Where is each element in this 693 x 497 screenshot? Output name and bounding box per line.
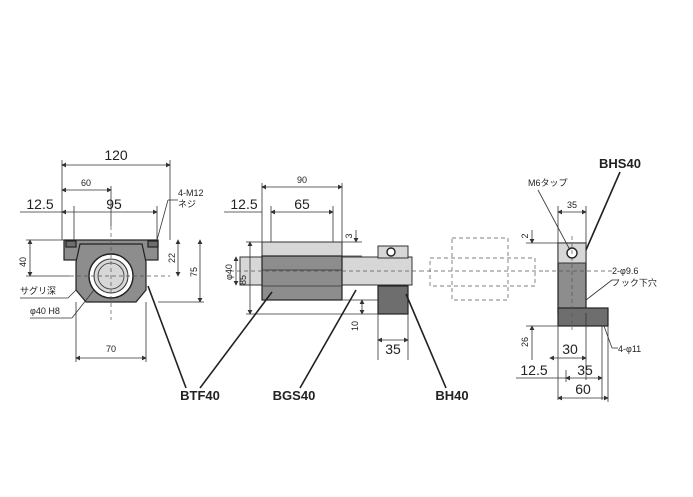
callout-btf: BTF40 [180,388,220,403]
dim-front-total-width: 120 [104,147,128,163]
ghost-shaft [429,257,536,287]
dim-front-mount-pitch: 95 [106,196,122,212]
leader-bgs [299,289,357,389]
dim-bhs-total-width: 60 [575,381,591,397]
callout-bgs: BGS40 [273,388,316,403]
dim-front-base-height: 40 [18,257,28,267]
dim-bhs-top-width: 35 [567,200,577,210]
ghost-view [420,237,545,301]
dim-side-length: 90 [297,175,307,185]
leader-btf-1 [147,285,187,389]
front-view: 120 60 12.5 95 40 22 75 70 4-M12 ネジ [18,147,204,362]
dim-bhs-pitch: 30 [562,341,578,357]
note-tap: M6タップ [528,178,568,188]
note-bore-fit: φ40 H8 [30,306,60,316]
callouts: BTF40 BGS40 BH40 BHS40 [147,156,641,403]
side-holder-screw [386,247,396,257]
callout-bhs: BHS40 [599,156,641,171]
side-top-plate [261,241,343,257]
dim-front-edge: 12.5 [26,196,53,212]
note-thread-jp: ネジ [178,199,196,209]
dim-side-top-gap: 3 [344,233,354,238]
dim-bhs-base-height: 26 [520,337,530,347]
side-holder-bh [377,285,409,315]
bhs-view: 35 2 26 30 12.5 35 60 M6タップ 2-φ9.6 ノック下穴 [516,178,657,402]
dim-side-bottom-gap: 10 [350,321,360,331]
dim-side-bore: φ40 [224,264,234,280]
note-pin-hole-jp: ノック下穴 [612,277,657,288]
dim-front-bolt-pitch: 60 [81,178,91,188]
dim-side-height: 85 [238,275,248,285]
note-counterbore: サグリ深 [20,285,56,296]
ghost-housing [451,237,509,301]
front-bolt-right [147,240,159,248]
dim-bhs-edge-pitch: 35 [577,362,593,378]
dim-side-holder-width: 35 [385,341,401,357]
bhs-base [557,307,609,327]
leader-btf-2 [199,291,273,389]
dim-front-total-height: 75 [189,267,199,277]
dim-side-pitch: 65 [294,196,310,212]
dim-side-edge: 12.5 [230,196,257,212]
dim-front-bore-pitch: 70 [106,344,116,354]
side-view: 90 12.5 65 3 φ40 85 10 35 [224,175,420,360]
dim-bhs-gap: 2 [520,233,530,238]
note-mount-hole: 4-φ11 [618,344,641,354]
dim-front-center-height: 22 [167,253,177,263]
note-thread: 4-M12 [178,188,204,198]
note-pin-hole: 2-φ9.6 [612,266,638,276]
front-bolt-left [65,240,77,248]
dim-bhs-edge: 12.5 [520,362,547,378]
leader-bhs [585,171,621,251]
callout-bh: BH40 [435,388,468,403]
leader-bh [405,293,447,389]
side-housing [261,255,343,301]
